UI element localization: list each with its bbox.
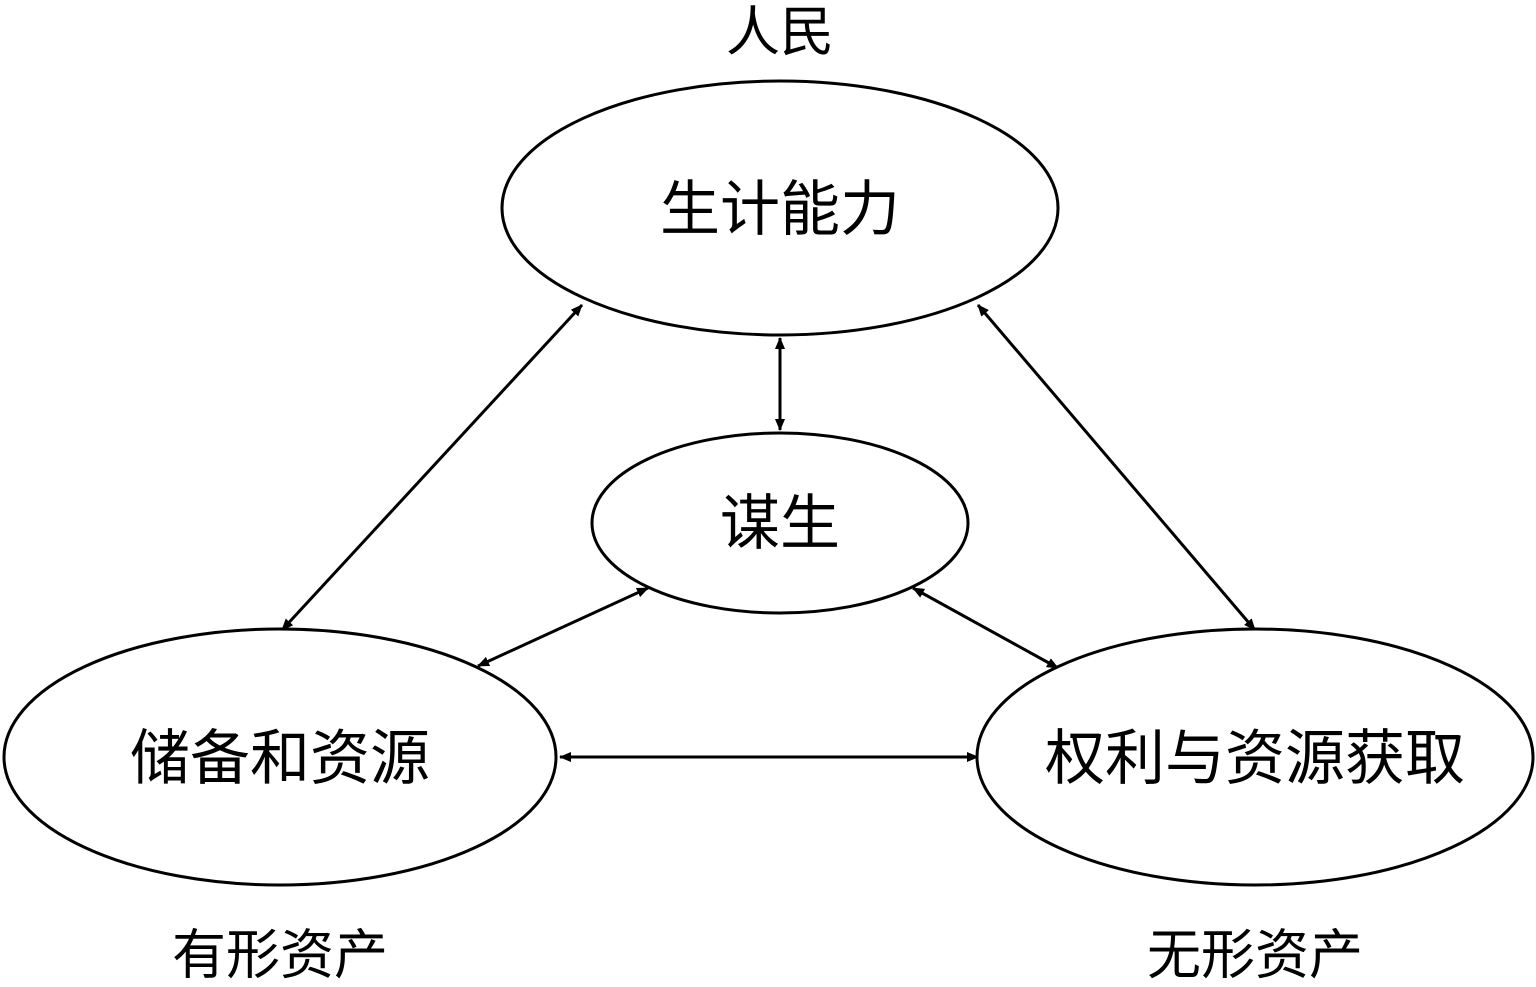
edges-group xyxy=(280,303,1257,762)
node-claims-access-label: 权利与资源获取 xyxy=(1045,724,1465,794)
node-livelihood-label: 谋生 xyxy=(720,489,840,559)
edge-capability-claims xyxy=(976,304,1257,631)
node-stores-resources: 储备和资源 xyxy=(2,627,558,887)
node-stores-resources-shape xyxy=(2,627,558,887)
node-claims-access-shape xyxy=(975,627,1535,887)
node-livelihood: 谋生 xyxy=(590,431,970,615)
node-stores-resources-label: 储备和资源 xyxy=(130,724,430,794)
label-intangible-assets: 无形资产 xyxy=(1147,924,1363,987)
edge-livelihood-claims xyxy=(912,586,1059,670)
edge-livelihood-stores xyxy=(477,586,649,668)
node-livelihood-capability: 生计能力 xyxy=(500,79,1060,337)
label-tangible-assets: 有形资产 xyxy=(172,924,388,987)
node-livelihood-capability-shape xyxy=(500,79,1060,337)
node-claims-access: 权利与资源获取 xyxy=(975,627,1535,887)
label-people: 人民 xyxy=(726,1,834,64)
node-livelihood-shape xyxy=(590,431,970,615)
node-livelihood-capability-label: 生计能力 xyxy=(660,175,900,245)
edge-capability-stores xyxy=(280,303,584,632)
